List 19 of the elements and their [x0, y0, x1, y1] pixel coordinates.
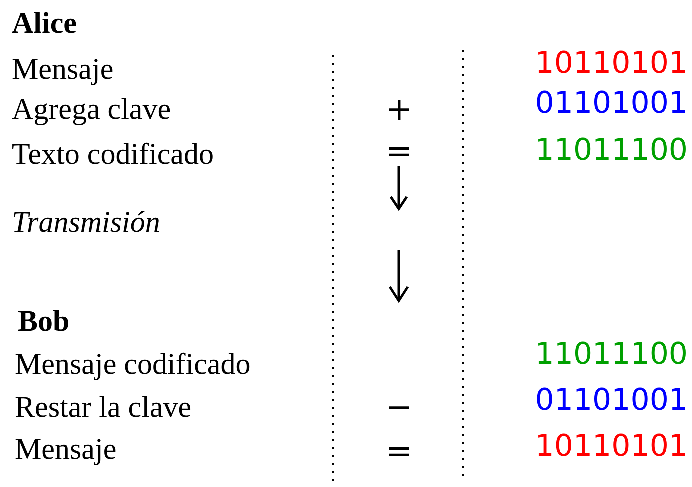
row-label: Restar la clave — [15, 393, 192, 423]
binary-value: 10110101 — [535, 49, 688, 79]
binary-value: 10110101 — [535, 432, 688, 462]
row-label: Agrega clave — [12, 95, 172, 125]
row-label: Mensaje codificado — [15, 350, 251, 380]
binary-value: 01101001 — [535, 386, 688, 416]
binary-value: 01101001 — [535, 89, 688, 119]
person-heading: Bob — [18, 307, 70, 337]
operator-sign: + — [386, 93, 410, 125]
step-label: Transmisión — [12, 208, 160, 238]
row-label: Mensaje — [15, 435, 117, 465]
operator-sign: = — [386, 135, 410, 167]
operator-sign: − — [386, 391, 410, 423]
row-label: Mensaje — [12, 55, 114, 85]
operator-sign: = — [386, 435, 410, 467]
person-heading: Alice — [12, 9, 77, 39]
row-label: Texto codificado — [12, 140, 214, 170]
binary-value: 11011100 — [535, 136, 688, 166]
binary-value: 11011100 — [535, 340, 688, 370]
